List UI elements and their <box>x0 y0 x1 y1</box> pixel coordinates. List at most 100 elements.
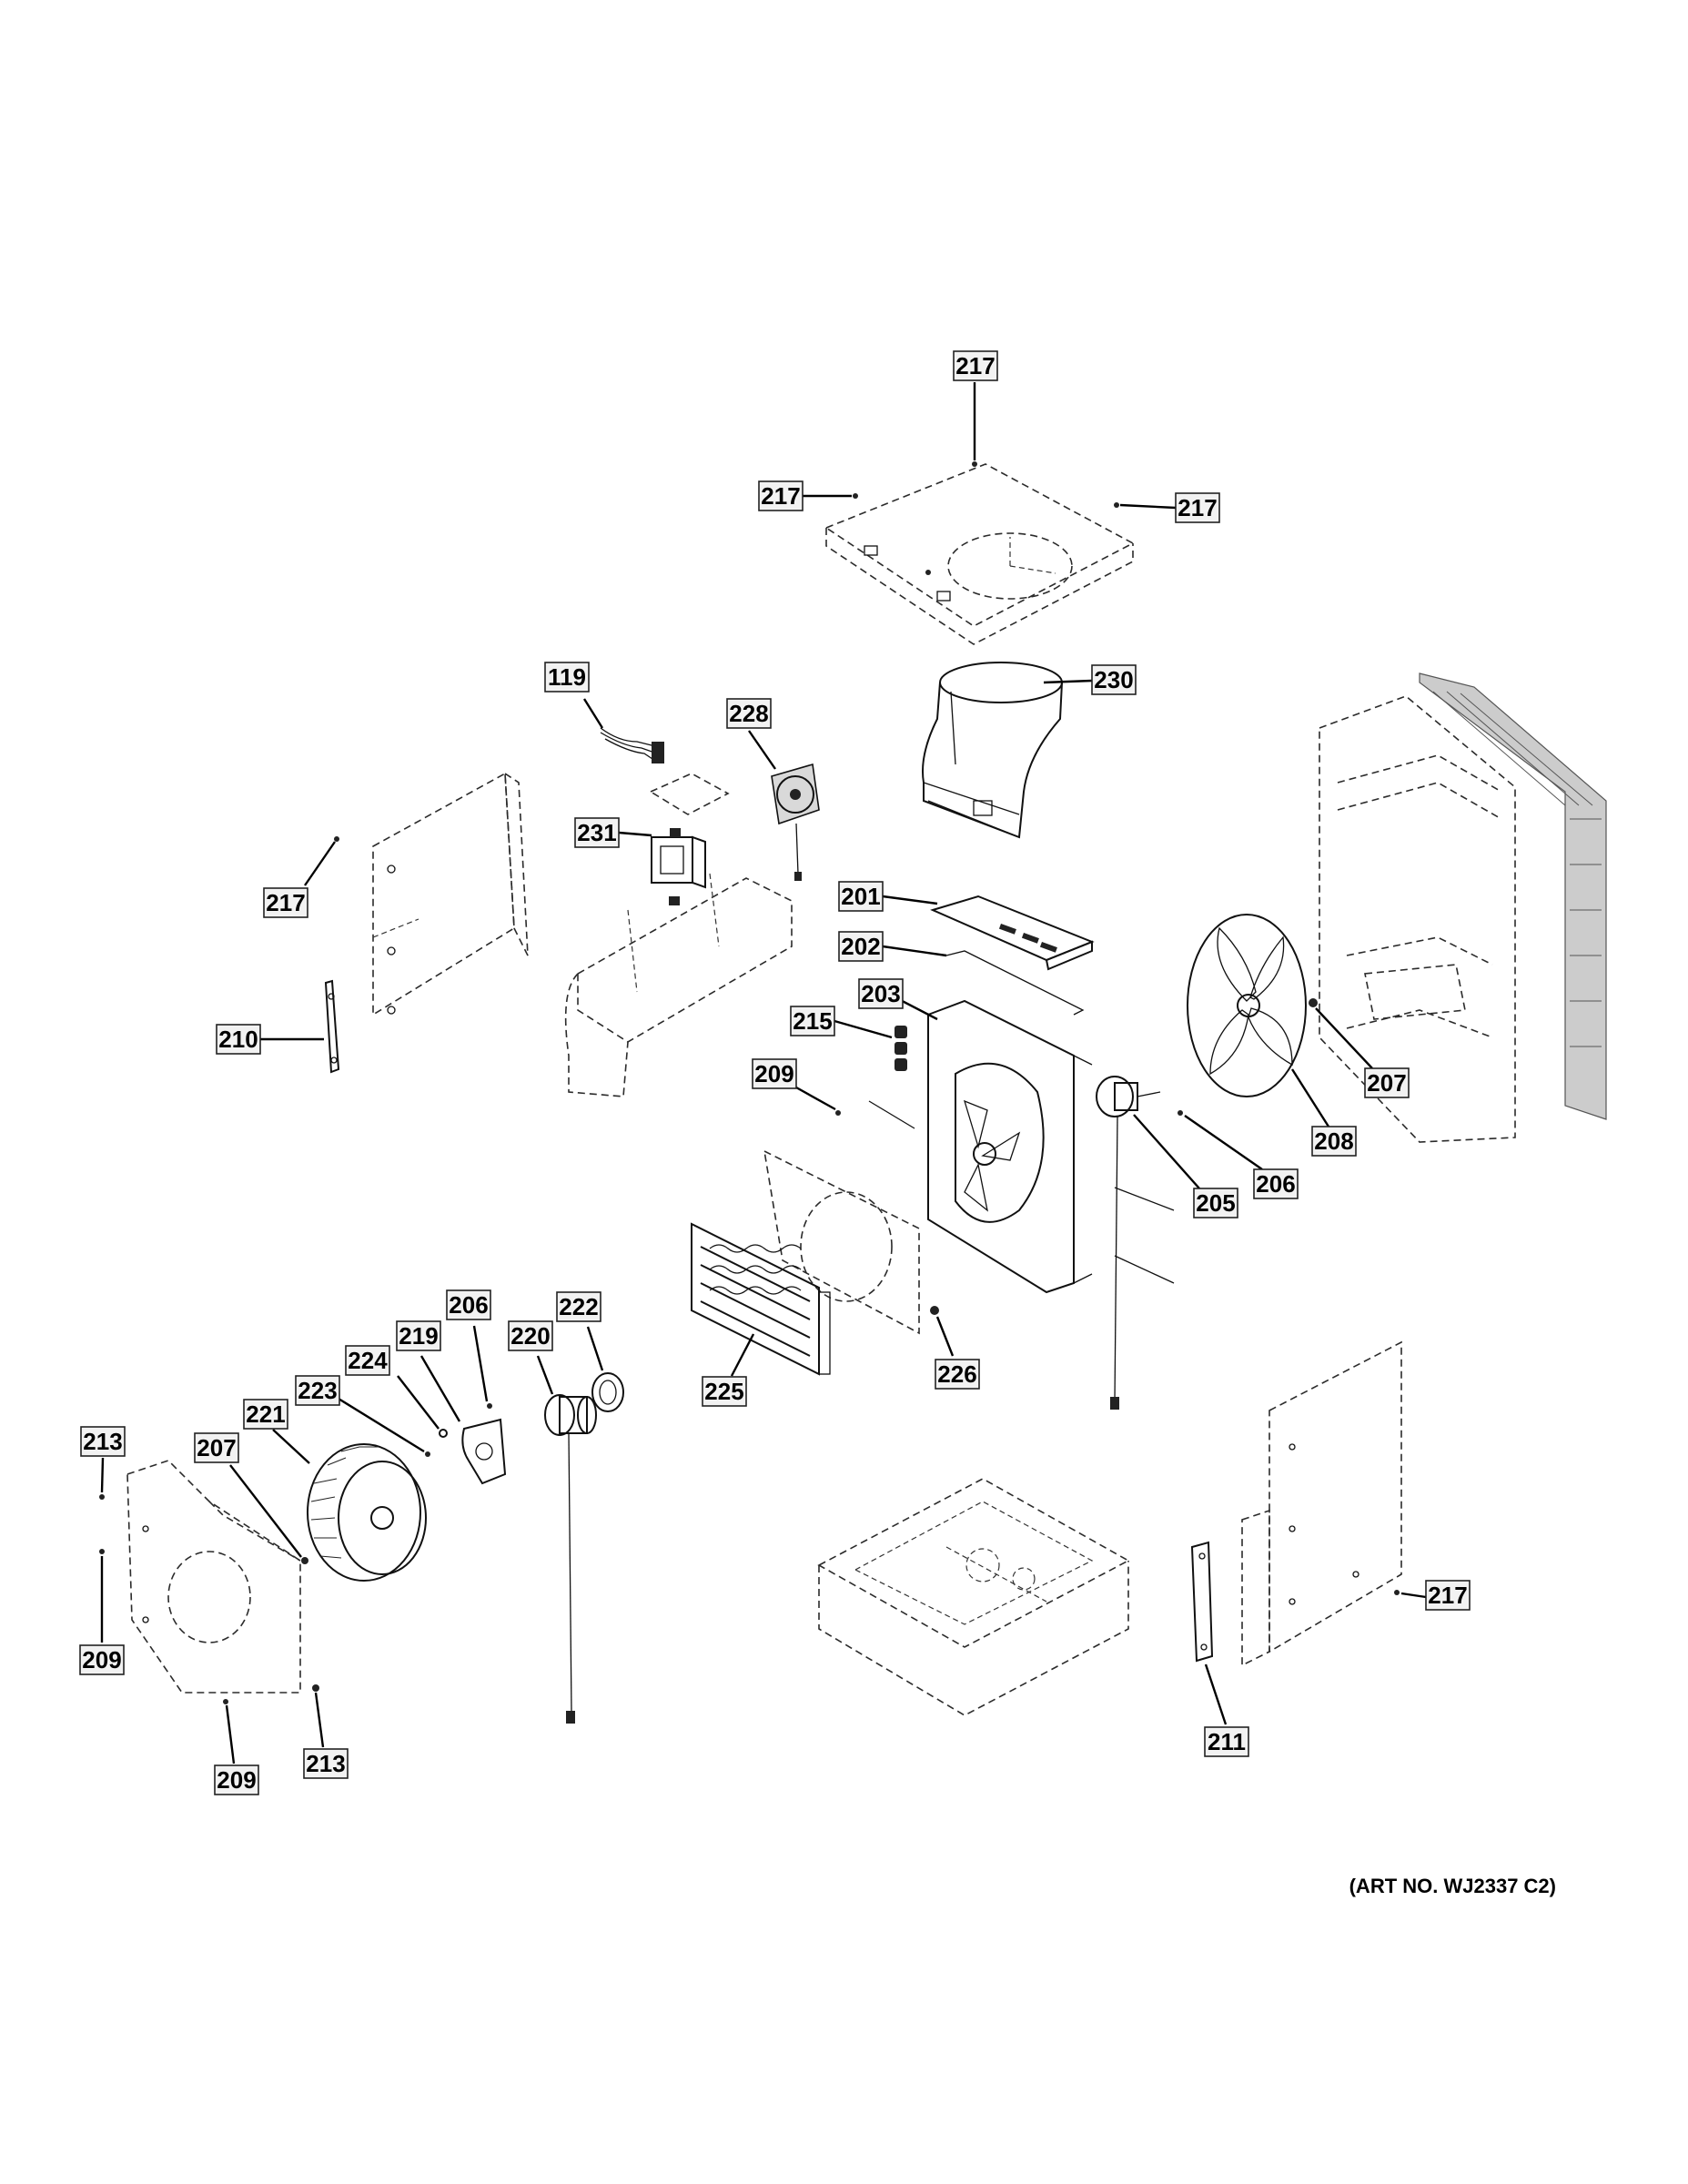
callout: 217 <box>263 887 308 918</box>
callout: 202 <box>838 931 884 962</box>
motor-mount-plate <box>461 1418 507 1485</box>
condenser-frame <box>1319 695 1516 1143</box>
svg-text:119: 119 <box>548 663 586 691</box>
svg-text:219: 219 <box>399 1322 438 1350</box>
svg-text:222: 222 <box>559 1293 598 1320</box>
washer <box>425 1451 430 1457</box>
fan-shroud <box>927 999 1093 1294</box>
tie-rod <box>835 1100 915 1129</box>
small-fasteners <box>99 1494 319 1704</box>
control-support-bracket <box>945 950 1085 1016</box>
svg-text:226: 226 <box>937 1360 976 1388</box>
callout: 217 <box>1175 492 1220 523</box>
callout: 224 <box>345 1345 390 1376</box>
central-duct-housing <box>564 873 793 1097</box>
axial-fan-blade <box>1187 914 1307 1097</box>
callout: 119 <box>544 662 590 693</box>
callout: 207 <box>1364 1067 1410 1098</box>
motor-ring <box>591 1372 624 1412</box>
callout: 221 <box>243 1399 288 1430</box>
svg-text:221: 221 <box>246 1400 285 1428</box>
leader-lines <box>100 382 1427 1764</box>
callout: 220 <box>508 1320 553 1351</box>
svg-text:230: 230 <box>1094 666 1133 693</box>
svg-text:228: 228 <box>729 700 768 727</box>
callout: 228 <box>726 698 772 729</box>
callout: 210 <box>216 1024 261 1055</box>
callout: 209 <box>752 1058 797 1089</box>
callout: 230 <box>1091 664 1137 695</box>
callout: 213 <box>80 1426 126 1457</box>
blade-nut <box>1309 998 1318 1007</box>
control-bracket <box>651 828 706 905</box>
motor-screw <box>1178 1110 1183 1116</box>
top-cover-panel <box>824 463 1135 645</box>
svg-text:207: 207 <box>1367 1069 1406 1097</box>
cover-screws <box>334 461 1400 1595</box>
blower-wheel <box>307 1443 427 1582</box>
right-side-panel <box>1241 1340 1402 1667</box>
right-mounting-rail <box>1190 1541 1214 1663</box>
fan-motor <box>1096 1076 1175 1410</box>
svg-text:223: 223 <box>298 1377 337 1404</box>
insulation-plate <box>649 773 730 815</box>
blower-motor <box>544 1394 597 1724</box>
svg-text:209: 209 <box>82 1646 121 1673</box>
svg-text:202: 202 <box>841 933 880 960</box>
svg-text:205: 205 <box>1196 1189 1235 1217</box>
callout: 213 <box>303 1748 349 1779</box>
callout: 209 <box>214 1764 259 1795</box>
left-side-panel <box>372 772 529 1016</box>
svg-text:217: 217 <box>266 889 305 916</box>
callout: 205 <box>1193 1188 1238 1218</box>
callout: 207 <box>194 1432 239 1463</box>
svg-text:217: 217 <box>955 352 995 379</box>
spring-set <box>895 1026 907 1071</box>
svg-text:217: 217 <box>1428 1582 1467 1609</box>
svg-text:209: 209 <box>754 1060 793 1087</box>
callout: 206 <box>446 1289 491 1320</box>
svg-text:201: 201 <box>841 883 880 910</box>
wheel-nut <box>301 1557 308 1564</box>
grommet <box>439 1429 448 1438</box>
callout: 201 <box>838 881 884 912</box>
air-duct <box>922 662 1063 839</box>
svg-text:215: 215 <box>793 1007 832 1035</box>
blower-housing <box>126 1460 301 1694</box>
callout: 206 <box>1253 1168 1299 1199</box>
heater-assembly <box>691 1222 831 1376</box>
wire-harness <box>600 727 664 763</box>
callout: 231 <box>574 817 620 848</box>
callout: 226 <box>935 1359 980 1390</box>
svg-text:213: 213 <box>83 1428 122 1455</box>
thermistor-clip <box>930 1306 939 1315</box>
callout: 209 <box>79 1644 125 1675</box>
svg-text:208: 208 <box>1314 1127 1353 1155</box>
condenser-coil <box>1419 672 1607 1120</box>
svg-text:217: 217 <box>761 482 800 510</box>
svg-text:217: 217 <box>1178 494 1217 521</box>
callout: 208 <box>1311 1126 1357 1157</box>
callout: 203 <box>858 978 904 1009</box>
control-panel <box>930 895 1095 971</box>
svg-text:213: 213 <box>306 1750 345 1777</box>
svg-text:207: 207 <box>197 1434 236 1461</box>
cooling-fan <box>771 763 820 881</box>
callout: 211 <box>1204 1726 1249 1757</box>
svg-text:210: 210 <box>218 1026 258 1053</box>
callout: 217 <box>1425 1580 1471 1611</box>
callout: 219 <box>396 1320 441 1351</box>
art-number-caption: (ART NO. WJ2337 C2) <box>1349 1875 1556 1897</box>
svg-text:224: 224 <box>348 1347 388 1374</box>
left-mounting-rail <box>324 979 340 1074</box>
callout: 217 <box>758 480 804 511</box>
evaporator-cover <box>763 1149 920 1335</box>
svg-text:225: 225 <box>704 1378 743 1405</box>
svg-text:206: 206 <box>1256 1170 1295 1198</box>
mount-screw <box>487 1403 492 1409</box>
callout: 215 <box>790 1006 835 1036</box>
callout-labels: 217 217 217 230 119 228 231 217 201 202 … <box>79 350 1471 1795</box>
svg-text:209: 209 <box>217 1766 256 1794</box>
callout: 222 <box>556 1291 601 1322</box>
